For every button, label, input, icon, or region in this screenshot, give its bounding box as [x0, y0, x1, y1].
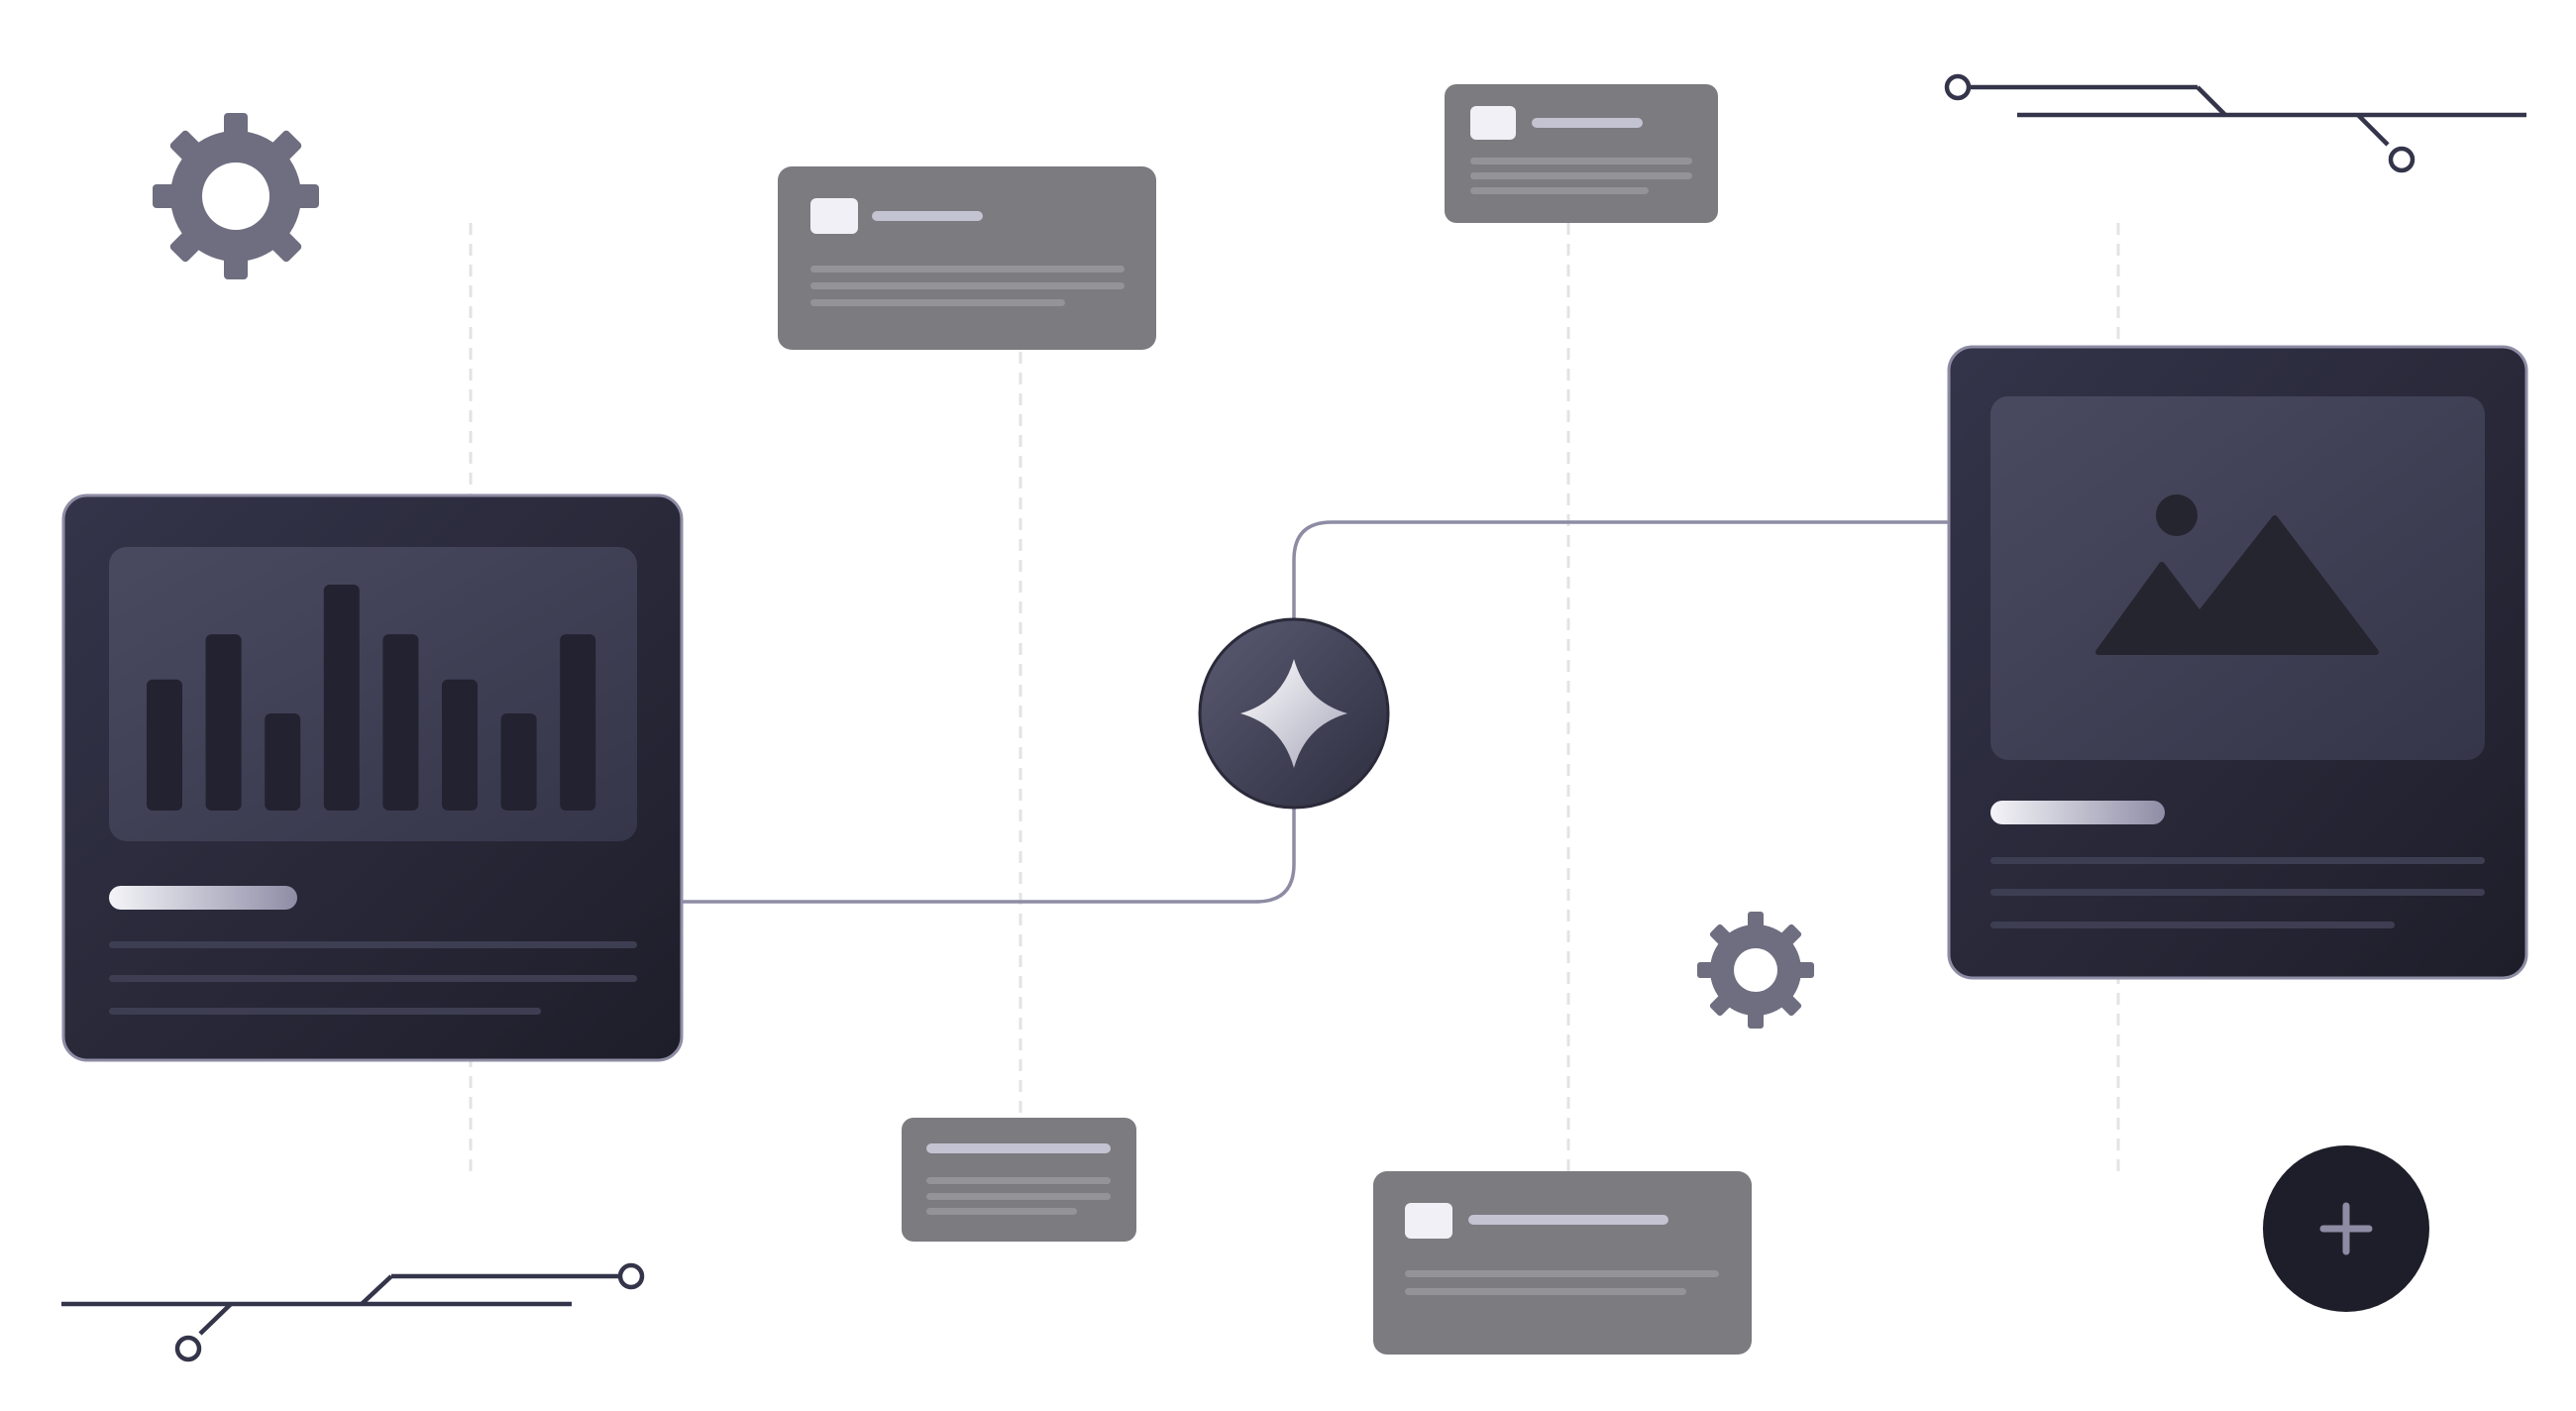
card-text-line	[1470, 158, 1692, 164]
title-placeholder	[1990, 801, 2165, 824]
add-button[interactable]	[2263, 1145, 2429, 1312]
card-text-line	[1470, 172, 1692, 179]
gear-icon-small	[1697, 912, 1814, 1029]
chart-bar	[442, 679, 478, 811]
bar-chart-icon	[147, 585, 596, 811]
chart-bar	[382, 634, 419, 811]
circuit-trace-top	[1944, 73, 2526, 173]
card-text-line	[810, 266, 1125, 272]
chart-bar	[265, 712, 301, 811]
gear-icon	[153, 113, 319, 279]
card-text-line	[1405, 1288, 1686, 1295]
card-thumbnail	[1405, 1203, 1452, 1239]
text-placeholder-line	[1990, 857, 2485, 864]
card-text-line	[926, 1208, 1077, 1215]
chart-area	[109, 547, 637, 841]
card-top-left	[778, 166, 1156, 350]
title-placeholder	[109, 886, 297, 910]
plus-icon	[2319, 1202, 2373, 1255]
chart-bar	[147, 679, 182, 811]
chart-bar	[323, 585, 360, 811]
card-thumbnail	[810, 198, 858, 234]
card-title-placeholder	[872, 211, 983, 221]
card-thumbnail	[1470, 106, 1516, 140]
card-bottom-left	[902, 1118, 1136, 1242]
card-text-line	[810, 299, 1065, 306]
connector-right	[1292, 520, 1949, 619]
card-top-center	[1445, 84, 1718, 223]
card-text-line	[1470, 187, 1649, 194]
connector-left	[682, 808, 1296, 904]
connector-lines	[682, 520, 1949, 904]
card-text-line	[1405, 1270, 1719, 1277]
card-bottom-center	[1373, 1171, 1752, 1355]
text-placeholder-line	[109, 941, 637, 948]
card-text-line	[926, 1193, 1111, 1200]
card-title-placeholder	[1468, 1215, 1668, 1225]
ai-hub[interactable]	[1198, 617, 1390, 810]
chart-panel	[61, 493, 684, 1062]
text-placeholder-line	[1990, 922, 2395, 928]
chart-bar	[500, 712, 537, 811]
text-placeholder-line	[109, 975, 637, 982]
chart-bar	[560, 634, 596, 811]
image-panel	[1947, 345, 2528, 980]
card-text-line	[810, 282, 1125, 289]
card-text-line	[926, 1177, 1111, 1184]
chart-bar	[205, 634, 242, 811]
text-placeholder-line	[1990, 889, 2485, 896]
card-title-placeholder	[926, 1143, 1111, 1153]
sparkle-icon	[1240, 659, 1347, 768]
card-title-placeholder	[1532, 118, 1643, 128]
image-placeholder-icon	[2095, 494, 2379, 655]
text-placeholder-line	[109, 1008, 541, 1015]
circuit-trace-bottom	[61, 1262, 645, 1362]
